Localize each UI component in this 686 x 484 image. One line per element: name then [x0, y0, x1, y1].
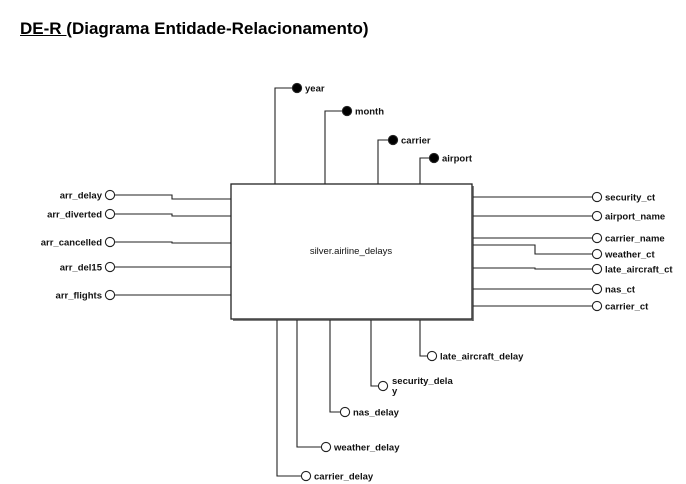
attr-label-month: month [355, 107, 384, 118]
attr-circle-arr_cancelled [104, 236, 116, 248]
attr-circle-airport_name [591, 210, 603, 222]
attr-label-security_ct: security_ct [605, 193, 656, 204]
attr-label-security_dela: security_dela [392, 376, 453, 387]
attr-label-carrier_ct: carrier_ct [605, 302, 649, 313]
attr-line-carrier [377, 139, 388, 184]
attr-label-nas_delay: nas_delay [353, 408, 400, 419]
attr-line-arr_delay [115, 194, 231, 200]
attr-circle-arr_flights [104, 289, 116, 301]
title-rest: Diagrama Entidade-Relacionamento) [71, 19, 369, 38]
attr-key-year [291, 82, 303, 94]
attr-circle-late_aircraft_ct [591, 263, 603, 275]
attr-circle-arr_diverted [104, 208, 116, 220]
attr-label-arr_diverted: arr_diverted [47, 210, 102, 221]
attr-line-arr_diverted [115, 213, 231, 217]
attr-line-carrier_delay [276, 320, 301, 477]
attr-label-nas_ct: nas_ct [605, 285, 636, 296]
attr-line-security_dela [370, 320, 378, 387]
attr-label-late_aircraft_ct: late_aircraft_ct [605, 265, 673, 276]
attr-circle-weather_ct [591, 248, 603, 260]
attr-circle-arr_del15 [104, 261, 116, 273]
attr-label-weather_ct: weather_ct [604, 250, 655, 261]
attr-label-carrier: carrier [401, 136, 431, 147]
attr-circle-arr_delay [104, 189, 116, 201]
attr-line-weather_delay [296, 320, 321, 448]
attr-label-airport_name: airport_name [605, 212, 665, 223]
attr-circle-carrier_delay [300, 470, 312, 482]
entity-name: silver.airline_delays [310, 246, 393, 257]
attr-label-carrier_name: carrier_name [605, 234, 665, 245]
attr-label-carrier_delay: carrier_delay [314, 472, 374, 483]
attr-circle-weather_delay [320, 441, 332, 453]
attr-line-airport [419, 157, 429, 184]
attr-label-airport: airport [442, 154, 473, 165]
attr-label-year: year [305, 84, 325, 95]
attr-label-arr_cancelled: arr_cancelled [41, 238, 102, 249]
attr-line-late_aircraft_ct [473, 267, 592, 270]
title-prefix: DE-R ( [20, 19, 72, 38]
attr-line-weather_ct [473, 244, 592, 255]
attr-label-arr_delay: arr_delay [60, 191, 103, 202]
attr-circle-late_aircraft_delay [426, 350, 438, 362]
attr-circle-security_dela [377, 380, 389, 392]
attr-label-weather_delay: weather_delay [333, 443, 400, 454]
attr-line-month [324, 110, 342, 184]
page-title: DE-R (Diagrama Entidade-Relacionamento) [20, 19, 369, 39]
attribute-layer: year month carrier airport arr_delay arr_dive… [41, 82, 673, 483]
attr-label-arr_del15: arr_del15 [60, 263, 103, 274]
attr-line-arr_cancelled [115, 241, 231, 244]
attr-circle-nas_delay [339, 406, 351, 418]
attr-label-late_aircraft_delay: late_aircraft_delay [440, 352, 524, 363]
attr-line-nas_delay [329, 320, 340, 413]
attr-circle-carrier_name [591, 232, 603, 244]
attr-line-year [274, 87, 292, 184]
entity-box [230, 183, 473, 320]
attr-line-late_aircraft_delay [419, 320, 427, 357]
attr-circle-security_ct [591, 191, 603, 203]
attr-key-carrier [387, 134, 399, 146]
attr-key-airport [428, 152, 440, 164]
attr-circle-nas_ct [591, 283, 603, 295]
attr-label-security_dela-wrap: y [392, 386, 398, 397]
attr-key-month [341, 105, 353, 117]
attr-label-arr_flights: arr_flights [56, 291, 102, 302]
attr-circle-carrier_ct [591, 300, 603, 312]
